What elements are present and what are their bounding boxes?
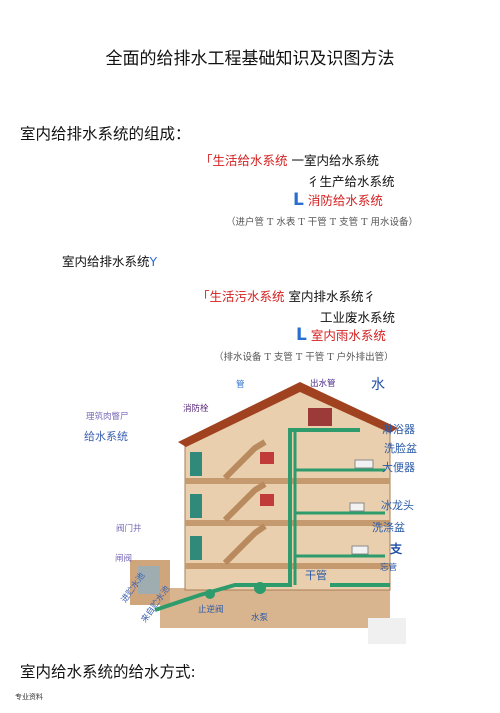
fire-supply-label: 消防给水系统 xyxy=(307,193,383,208)
floor-slab xyxy=(185,478,390,484)
supply-system-label: 生活给水系统 xyxy=(212,153,288,168)
label-faucet: 冰龙头 xyxy=(381,499,414,512)
window xyxy=(190,536,202,560)
section-heading-composition: 室内给排水系统的组成： xyxy=(20,125,191,143)
label-toilet: 大便器 xyxy=(382,461,415,474)
supply-flow-note: （进户管 T 水表 T 干管 T 支管 T 用水设备） xyxy=(226,217,419,228)
sink xyxy=(351,545,369,555)
pump xyxy=(254,582,266,594)
label-branch: 支 xyxy=(390,542,403,556)
bathtub xyxy=(354,459,374,469)
drainage-heading-mark: Y xyxy=(149,254,158,269)
label-pump: 水泵 xyxy=(251,613,269,623)
domestic-sewage-label: 生活污水系统 xyxy=(209,289,285,304)
toilet xyxy=(349,502,365,512)
fire-supply-row: L 消防给水系统 xyxy=(293,190,383,210)
stair xyxy=(222,481,267,523)
stair xyxy=(222,439,267,481)
branch-mark: 彳 xyxy=(307,174,320,189)
rainwater-row: L 室内雨水系统 xyxy=(296,325,386,345)
label-outlet-pipe: 出水管 xyxy=(310,379,336,389)
industrial-wastewater-label: 工业废水系统 xyxy=(320,310,396,325)
floor-slab xyxy=(185,563,390,569)
label-bath: 淋浴器 xyxy=(382,423,415,436)
floor-slab xyxy=(185,520,390,526)
section-heading-supply-methods: 室内给水系统的给水方式: xyxy=(20,663,196,681)
label-building-supply-1: 理筑肉瞥尸 xyxy=(86,412,129,422)
blank-patch xyxy=(368,618,406,644)
label-washbasin: 洗脸盆 xyxy=(384,442,417,455)
water-supply-diagram xyxy=(130,382,406,644)
roof xyxy=(178,382,398,447)
drain-flow-note: （排水设备 T 支管 T 干管 T 户外排出管） xyxy=(214,352,394,363)
bracket-mark: 「 xyxy=(200,153,213,168)
window xyxy=(190,494,202,518)
reservoir xyxy=(138,566,160,594)
bracket-end-mark: L xyxy=(296,325,307,345)
drainage-heading-text: 室内给排水系统 xyxy=(62,254,150,269)
roof-water-tank xyxy=(308,408,332,426)
label-main-pipe: 干管 xyxy=(305,569,327,582)
label-valve-well: 阀门井 xyxy=(116,524,142,534)
label-fire-hydrant: 消防栓 xyxy=(183,404,209,414)
footer-label: 专业资料 xyxy=(15,693,43,701)
indoor-supply-label: 一室内给水系统 xyxy=(291,153,380,168)
production-supply-label: 生产给水系统 xyxy=(319,174,395,189)
label-water-tank: 水 xyxy=(371,377,385,393)
label-pipe-top: 管 xyxy=(236,380,245,390)
check-valve xyxy=(205,589,215,599)
bracket-mark: 「 xyxy=(197,289,210,304)
rainwater-system-label: 室内雨水系统 xyxy=(310,328,386,343)
bracket-end-mark: L xyxy=(293,190,304,210)
stair xyxy=(222,523,267,566)
label-riser: 忘管 xyxy=(380,563,398,573)
label-sink: 洗涤盆 xyxy=(372,521,405,534)
window xyxy=(190,452,202,476)
label-building-supply-2: 给水系统 xyxy=(84,430,128,443)
label-check-valve: 止逆阀 xyxy=(198,605,224,615)
page-title: 全面的给排水工程基础知识及识图方法 xyxy=(105,49,395,69)
fire-hydrant-box xyxy=(260,494,274,506)
ground-block xyxy=(160,588,390,628)
fire-hydrant-box xyxy=(260,452,274,464)
drain-system-row: 「生活污水系统 室内排水系统彳 xyxy=(197,286,376,305)
section-heading-drainage: 室内给排水系统Y xyxy=(62,251,157,270)
production-supply-row: 彳生产给水系统 xyxy=(307,171,395,190)
label-gate-valve: 闸阀 xyxy=(115,554,133,564)
indoor-drainage-label: 室内排水系统彳 xyxy=(288,289,377,304)
supply-system-row: 「生活给水系统 一室内给水系统 xyxy=(200,150,379,169)
